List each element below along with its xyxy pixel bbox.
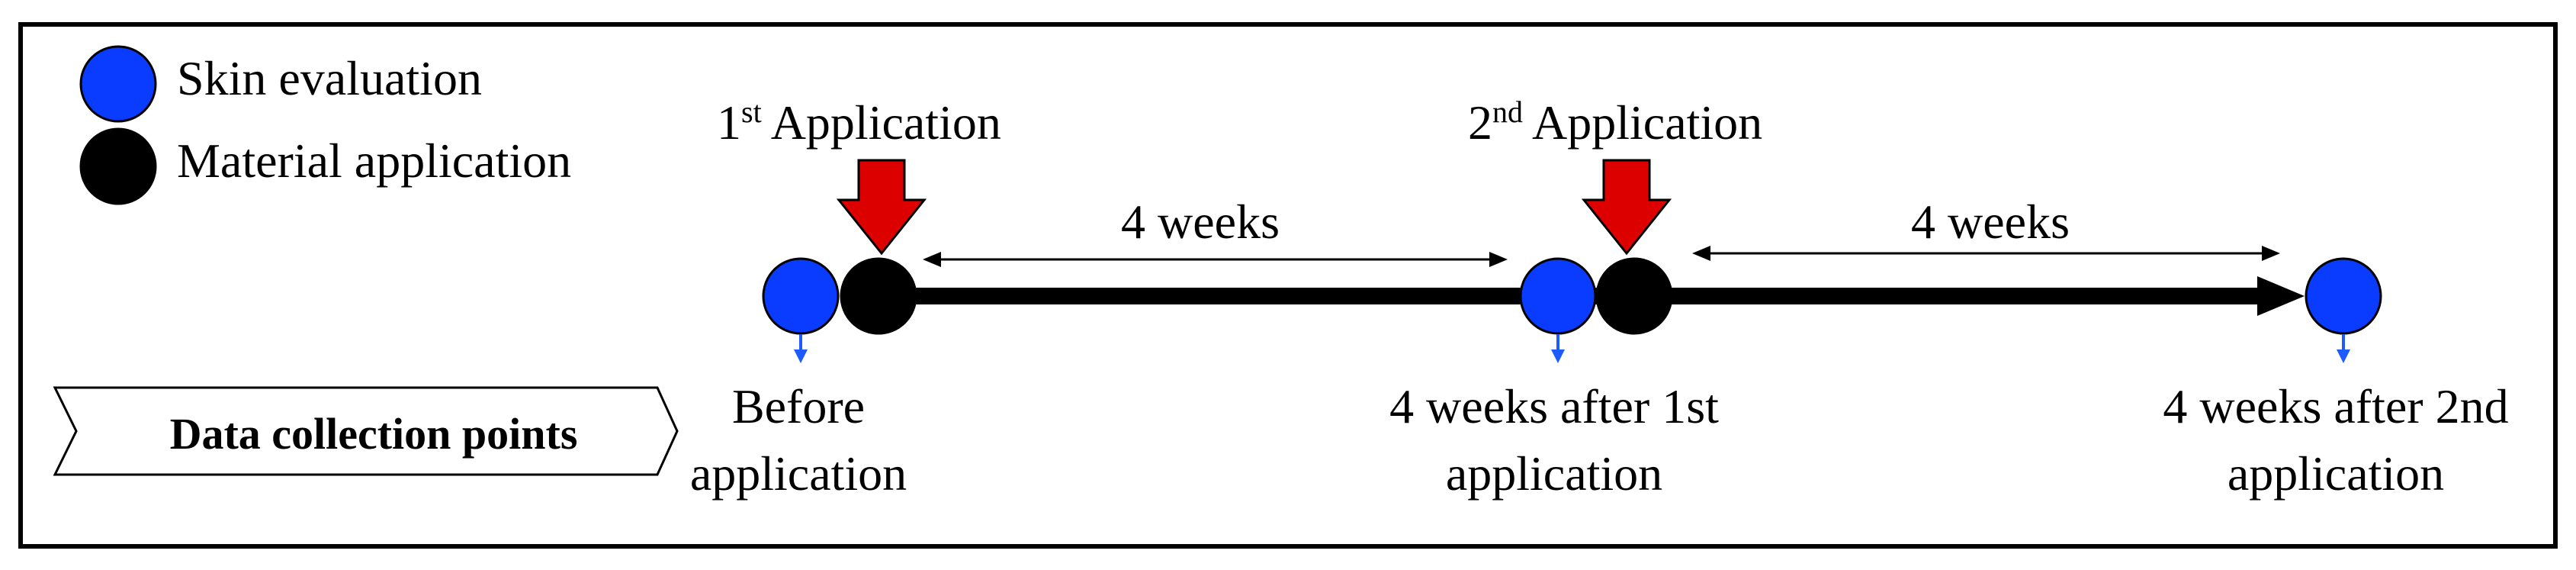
timeline-arrowhead [2257,276,2305,316]
legend: Skin evaluation Material application [79,45,571,205]
second-application-arrow-icon [1581,159,1672,256]
point-label-after-1st-line2: application [1446,446,1662,501]
second-application-number: 2 [1468,95,1492,150]
interval-arrow-2 [1692,246,2280,261]
interval-arrow-1 [923,252,1508,267]
data-collection-label: Data collection points [170,409,578,459]
material-application-point-2 [1595,257,1673,335]
second-application-text: Application [1532,95,1762,150]
material-application-point-1 [840,257,917,335]
legend-label-skin-evaluation: Skin evaluation [177,51,482,105]
skin-evaluation-point-4w-after-1st [1519,257,1597,335]
point-label-before-line1: Before [732,379,865,433]
legend-label-material-application: Material application [177,134,571,188]
small-down-arrow-icon [1551,334,1565,363]
point-label-before-line2: application [690,446,907,501]
interval-label-1: 4 weeks [1121,195,1280,249]
first-application-number: 1 [717,95,741,150]
skin-evaluation-point-before [762,257,840,335]
small-down-arrow-icon [2337,334,2350,363]
second-application-label: 2nd Application [1468,95,1762,150]
point-label-after-1st-line1: 4 weeks after 1st [1389,379,1719,433]
first-application-label: 1st Application [717,95,1001,150]
small-down-arrow-icon [794,334,808,363]
data-collection-chevron [53,386,679,476]
interval-label-2: 4 weeks [1911,195,2070,249]
first-application-text: Application [771,95,1001,150]
skin-evaluation-point-4w-after-2nd [2305,257,2382,335]
first-application-suffix: st [741,95,762,129]
legend-black-circle-icon [79,127,157,205]
second-application-suffix: nd [1492,95,1523,129]
first-application-arrow-icon [836,159,927,256]
point-label-after-2nd-line2: application [2228,446,2444,501]
point-label-after-2nd-line1: 4 weeks after 2nd [2163,379,2508,433]
legend-blue-circle-icon [79,45,157,123]
